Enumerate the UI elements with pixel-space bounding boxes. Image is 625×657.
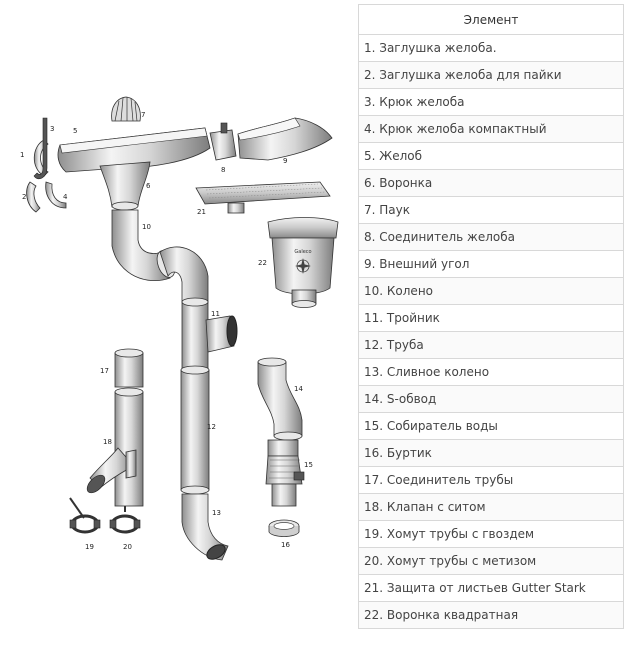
gutter-connector-part [209,122,237,161]
legend-header-row: Элемент [358,4,624,35]
table-row: 6. Воронка [358,169,624,197]
legend-header: Элемент [358,4,624,35]
legend-item-10: 10. Колено [358,277,624,305]
label-12: 12 [207,423,216,431]
legend-item-6: 6. Воронка [358,169,624,197]
table-row: 22. Воронка квадратная [358,601,624,629]
pipe-connector-part [114,348,144,388]
square-funnel-logo: Galeco [294,249,311,255]
gutter-hook-part [33,117,48,180]
label-18: 18 [103,438,112,446]
leaf-guard-part [195,181,331,214]
table-row: 1. Заглушка желоба. [358,34,624,62]
label-13: 13 [212,509,221,517]
table-row: 17. Соединитель трубы [358,466,624,494]
label-16: 16 [281,541,290,549]
label-19: 19 [85,543,94,551]
legend-item-4: 4. Крюк желоба компактный [358,115,624,143]
table-row: 10. Колено [358,277,624,305]
label-8: 8 [221,166,225,174]
table-row: 7. Паук [358,196,624,224]
legend-item-21: 21. Защита от листьев Gutter Stark [358,574,624,602]
table-row: 11. Тройник [358,304,624,332]
pipe-clamp-screw-part [109,506,141,534]
legend-item-5: 5. Желоб [358,142,624,170]
label-15: 15 [304,461,313,469]
label-20: 20 [123,543,132,551]
label-14: 14 [294,385,303,393]
water-collector-part [265,439,305,507]
table-row: 2. Заглушка желоба для пайки [358,61,624,89]
gutter-spider-part [111,96,141,122]
compact-hook-part [45,181,67,209]
legend-item-14: 14. S-обвод [358,385,624,413]
external-corner-part [237,117,333,161]
label-10: 10 [142,223,151,231]
label-6: 6 [146,182,151,190]
gutter-system-diagram: Galeco [20,96,339,561]
legend-item-18: 18. Клапан с ситом [358,493,624,521]
tee-part [181,297,238,369]
legend-item-11: 11. Тройник [358,304,624,332]
label-9: 9 [283,157,287,165]
legend-item-12: 12. Труба [358,331,624,359]
legend-item-17: 17. Соединитель трубы [358,466,624,494]
legend-item-19: 19. Хомут трубы с гвоздем [358,520,624,548]
label-7: 7 [141,111,145,119]
soldered-end-cap-part [26,181,41,213]
label-2: 2 [22,193,26,201]
legend-item-2: 2. Заглушка желоба для пайки [358,61,624,89]
table-row: 20. Хомут трубы с метизом [358,547,624,575]
table-row: 21. Защита от листьев Gutter Stark [358,574,624,602]
pipe-clamp-nail-part [69,497,101,534]
table-row: 16. Буртик [358,439,624,467]
label-11: 11 [211,310,220,318]
outlet-elbow-part [181,493,229,561]
table-row: 13. Сливное колено [358,358,624,386]
label-4: 4 [63,193,68,201]
legend-item-16: 16. Буртик [358,439,624,467]
parts-legend-table: Элемент 1. Заглушка желоба. 2. Заглушка … [358,4,624,629]
collar-part [268,519,300,537]
table-row: 3. Крюк желоба [358,88,624,116]
legend-item-13: 13. Сливное колено [358,358,624,386]
s-offset-part [257,357,303,441]
funnel-part [99,161,151,211]
label-22: 22 [258,259,267,267]
legend-item-8: 8. Соединитель желоба [358,223,624,251]
label-5: 5 [73,127,77,135]
square-funnel-part: Galeco [267,217,339,308]
table-row: 14. S-обвод [358,385,624,413]
label-3: 3 [50,125,54,133]
table-row: 4. Крюк желоба компактный [358,115,624,143]
legend-item-7: 7. Паук [358,196,624,224]
table-row: 15. Собиратель воды [358,412,624,440]
label-1: 1 [20,151,24,159]
legend-item-9: 9. Внешний угол [358,250,624,278]
pipe-part [180,365,210,495]
valve-with-sieve-part [86,387,144,507]
table-row: 8. Соединитель желоба [358,223,624,251]
legend-item-1: 1. Заглушка желоба. [358,34,624,62]
table-row: 5. Желоб [358,142,624,170]
legend-item-20: 20. Хомут трубы с метизом [358,547,624,575]
gutter-part [57,127,211,173]
table-row: 12. Труба [358,331,624,359]
table-row: 18. Клапан с ситом [358,493,624,521]
table-row: 19. Хомут трубы с гвоздем [358,520,624,548]
pipe-bend-part [159,246,209,303]
table-row: 9. Внешний угол [358,250,624,278]
legend-item-15: 15. Собиратель воды [358,412,624,440]
legend-item-22: 22. Воронка квадратная [358,601,624,629]
part-labels: 1 2 3 4 5 6 7 8 9 10 11 12 13 14 15 16 1… [20,111,313,551]
label-17: 17 [100,367,109,375]
label-21: 21 [197,208,206,216]
legend-item-3: 3. Крюк желоба [358,88,624,116]
